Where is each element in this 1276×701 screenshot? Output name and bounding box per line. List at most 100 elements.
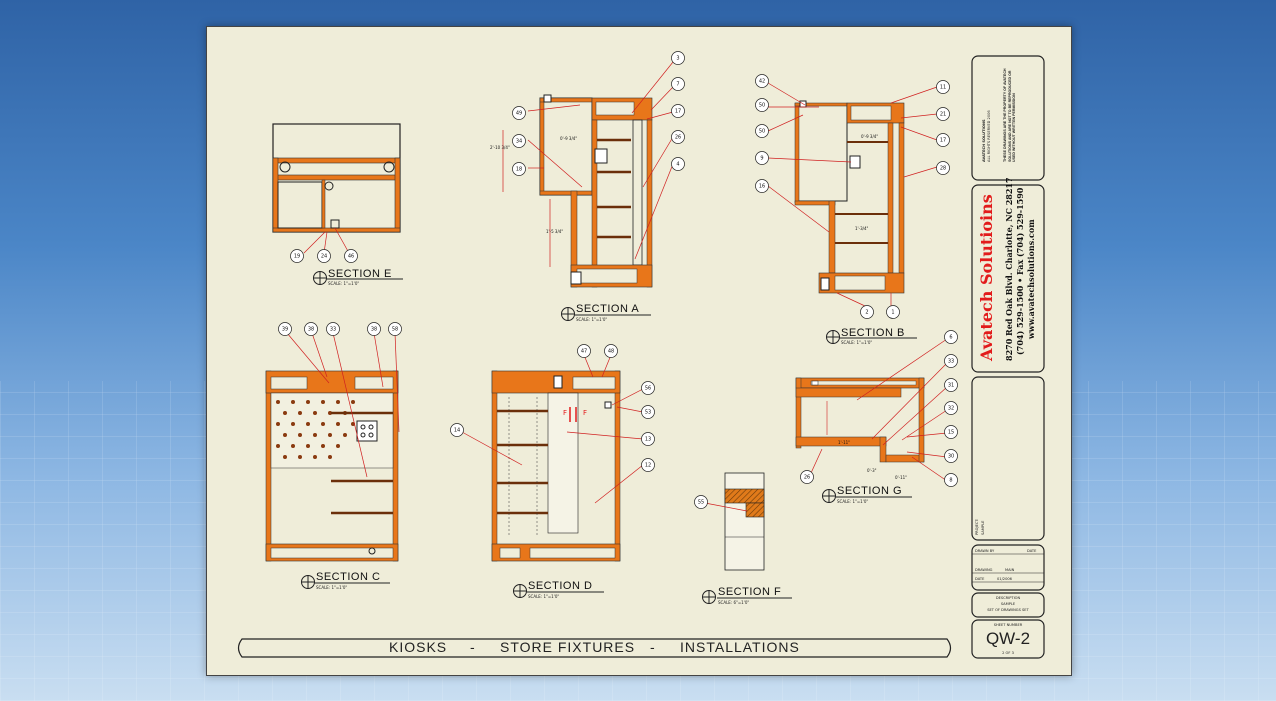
section-d-label: SECTION D	[528, 580, 592, 592]
callout-e-2: 46	[348, 254, 354, 260]
drawn-by-label: DRAWN BY	[975, 549, 995, 553]
section-d-callouts: 47 48 56 53 14 13 12	[450, 344, 655, 472]
section-c-title: SECTION C SCALE: 1"=1'0"	[301, 571, 390, 590]
section-b-callouts: 42 50 50 9 16 11 21 17 28 2 1	[755, 74, 950, 319]
callout-d-2: 56	[645, 386, 651, 392]
callout-a-2: 17	[675, 109, 681, 115]
callout-g-1: 33	[948, 359, 954, 365]
callout-a-1: 7	[676, 82, 679, 88]
callout-g-4: 15	[948, 430, 954, 436]
section-g-title: SECTION G SCALE: 1"=1'0"	[822, 485, 912, 504]
callout-b-9: 2	[865, 310, 868, 316]
callout-b-2: 50	[759, 129, 765, 135]
callout-g-7: 26	[804, 475, 810, 481]
company-address: 8270 Red Oak Blvd. Charlotte, NC 28217	[1004, 177, 1014, 361]
section-d-scale: SCALE: 1"=1'0"	[528, 594, 559, 599]
callout-b-6: 21	[940, 112, 946, 118]
section-a-drawing: 2'-10 3/4" 0'-9 3/4" 1'-5 3/4"	[490, 61, 674, 288]
company-website: www.avatechsolutions.com	[1026, 219, 1036, 340]
section-g-label: SECTION G	[837, 485, 902, 497]
callout-b-4: 16	[759, 184, 765, 190]
bottom-title-sep1: -	[470, 639, 476, 655]
callout-f-0: 55	[698, 500, 704, 506]
section-e-label: SECTION E	[328, 268, 392, 280]
project-label: PROJECT:	[975, 519, 979, 535]
date-value: 01/2006	[997, 577, 1013, 581]
section-b-title: SECTION B SCALE: 1"=1'0"	[826, 327, 917, 345]
callout-b-8: 28	[940, 166, 946, 172]
bottom-title-part3: INSTALLATIONS	[680, 639, 800, 655]
drawing-label: DRAWING	[975, 568, 993, 572]
section-g-scale: SCALE: 1"=1'0"	[837, 499, 868, 504]
section-g-callouts: 6 33 31 32 15 30 8 26	[800, 330, 958, 487]
copyright-box	[971, 55, 1045, 181]
section-c-callouts: 39 38 33 38 58	[278, 322, 402, 336]
callout-c-1: 38	[308, 327, 314, 333]
callout-b-5: 11	[940, 85, 946, 91]
section-c-label: SECTION C	[316, 571, 380, 583]
drawing-canvas: 19 2 4 46 SECTION E SCALE: 1"=1'0"	[237, 51, 1045, 659]
marker-f-right: F	[583, 409, 587, 417]
project-value: SAMPLE	[981, 520, 985, 535]
section-a-callouts: 3 7 17 26 4 49 34 18	[512, 51, 685, 176]
sheet-number-label: SHEET NUMBER	[994, 623, 1023, 627]
date-row-label: DATE	[975, 577, 985, 581]
section-f-callouts: 55	[694, 495, 708, 509]
project-box	[971, 376, 1045, 541]
callout-c-0: 39	[282, 327, 288, 333]
copyright-sub: ALL RIGHTS RESERVED 2006	[987, 110, 991, 162]
dim-a-upper: 0'-9 3/4"	[560, 136, 577, 141]
section-d-title: SECTION D SCALE: 1"=1'0"	[513, 580, 604, 599]
section-e-drawing	[272, 123, 401, 254]
callout-c-3: 38	[371, 327, 377, 333]
description-line2: SET OF DRAWINGS SET	[987, 608, 1029, 612]
section-a-scale: SCALE: 1"=1'0"	[576, 317, 607, 322]
section-a-label: SECTION A	[576, 303, 639, 315]
callout-a-7: 18	[516, 167, 522, 173]
dim-g-small: 0'-3"	[867, 468, 877, 473]
callout-g-2: 31	[948, 383, 954, 389]
title-block: AVATECH SOLUTIONS ALL RIGHTS RESERVED 20…	[971, 55, 1045, 659]
callout-a-4: 4	[676, 162, 679, 168]
callout-d-4: 14	[454, 428, 460, 434]
section-f-label: SECTION F	[718, 586, 781, 598]
section-c-drawing	[265, 332, 400, 562]
copyright-body: THESE DRAWINGS ARE THE PROPERTY OF AVATE…	[1003, 68, 1016, 162]
dim-g-step: 0'-11"	[895, 475, 907, 480]
section-g-drawing: 1'-11" 0'-3" 0'-11"	[795, 338, 948, 482]
section-f-title: SECTION F SCALE: 6"=1'0"	[702, 586, 792, 605]
callout-b-7: 17	[940, 138, 946, 144]
dim-g-inner: 1'-11"	[838, 440, 850, 445]
section-c-scale: SCALE: 1"=1'0"	[316, 585, 347, 590]
callout-a-6: 34	[516, 139, 522, 145]
callout-g-3: 32	[948, 406, 954, 412]
section-e-scale: SCALE: 1"=1'0"	[328, 281, 359, 286]
drawn-box	[971, 544, 1045, 591]
sheet-of: 2 OF 3	[1002, 651, 1014, 655]
company-name: Avatech Solutioins	[977, 194, 996, 362]
callout-c-2: 33	[330, 327, 336, 333]
callout-b-1: 50	[759, 103, 765, 109]
callout-a-0: 3	[676, 56, 679, 62]
callout-g-5: 30	[948, 454, 954, 460]
section-f-drawing	[704, 472, 765, 571]
callout-b-0: 42	[759, 79, 765, 85]
callout-a-3: 26	[675, 135, 681, 141]
dim-a-lower: 1'-5 3/4"	[546, 229, 563, 234]
callout-d-0: 47	[581, 349, 587, 355]
callout-d-1: 48	[608, 349, 614, 355]
callout-c-4: 58	[392, 327, 398, 333]
bottom-title-banner: KIOSKS - STORE FIXTURES - INSTALLATIONS	[237, 638, 952, 658]
callout-b-10: 1	[891, 310, 894, 316]
section-b-scale: SCALE: 1"=1'0"	[841, 340, 872, 345]
date-label: DATE	[1027, 549, 1037, 553]
callout-a-5: 49	[516, 111, 522, 117]
description-line1: SAMPLE	[1001, 602, 1016, 606]
section-e-title: SECTION E SCALE: 1"=1'0"	[313, 268, 403, 286]
callout-g-0: 6	[949, 335, 952, 341]
section-d-drawing: F F	[461, 354, 644, 562]
callout-e-0: 19	[294, 254, 300, 260]
sheet-number: QW-2	[986, 629, 1030, 648]
section-b-label: SECTION B	[841, 327, 905, 339]
section-f-scale: SCALE: 6"=1'0"	[718, 600, 749, 605]
